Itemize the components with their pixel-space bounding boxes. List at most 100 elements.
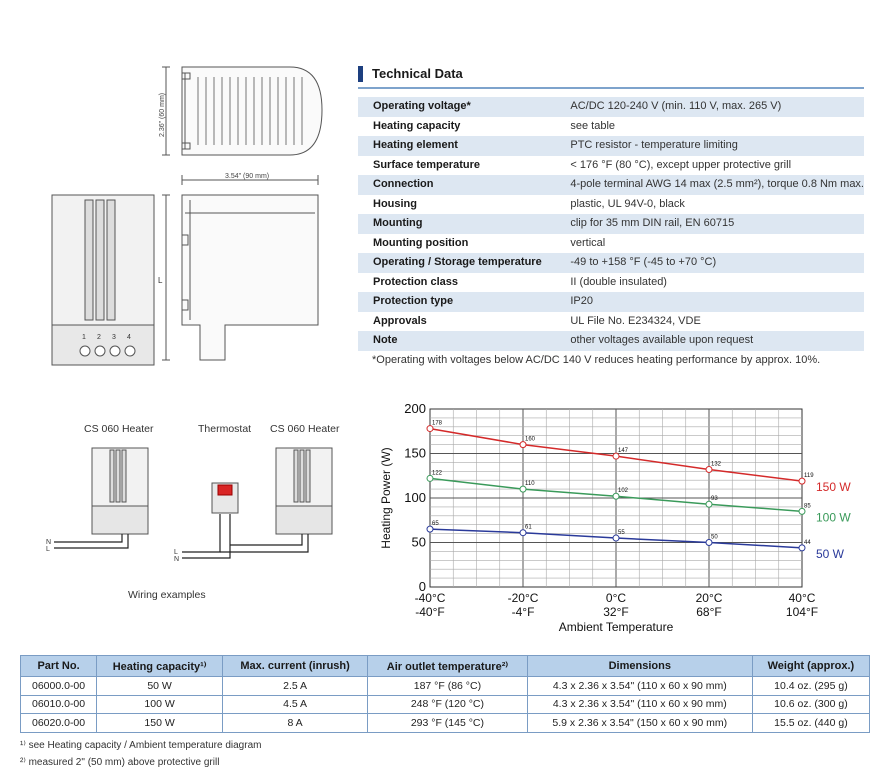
tech-row-value: PTC resistor - temperature limiting [570,136,864,156]
parts-header-cell: Weight (approx.) [751,655,871,677]
parts-cell: 5.9 x 2.36 x 3.54" (150 x 60 x 90 mm) [526,713,753,733]
tech-row-value: 4-pole terminal AWG 14 max (2.5 mm²), to… [570,175,864,195]
section-marker [358,66,363,82]
tech-row-value: see table [570,119,616,132]
tech-row: Housing plastic, UL 94V-0, black [358,195,864,215]
data-point [612,534,620,542]
parts-cell: 2.5 A [222,676,369,696]
data-label: 110 [525,481,535,487]
data-label: 119 [804,473,814,479]
data-point [705,500,713,508]
y-tick-label: 150 [404,446,426,461]
x-tick-label-f: 32°F [603,605,628,619]
x-tick-label-c: 20°C [696,591,723,605]
data-label: 44 [804,540,811,546]
tech-row-label: Heating capacity [373,119,461,132]
parts-cell: 06000.0-00 [19,676,98,696]
data-label: 65 [432,521,439,527]
tech-row-value: IP20 [570,292,864,312]
parts-cell: 10.4 oz. (295 g) [751,676,871,696]
dimension-drawing: 2.36" (60 mm) 3.54" (90 mm) 1 2 3 4 L [51,66,323,366]
tech-row-label: Note [358,331,571,351]
tech-row-value: clip for 35 mm DIN rail, EN 60715 [570,214,864,234]
x-tick-label-f: -4°F [512,605,535,619]
parts-cell: 15.5 oz. (440 g) [751,713,871,733]
top-view-drawing [162,66,323,156]
data-point [798,477,806,485]
height-dimension-label: 2.36" (60 mm) [159,93,166,137]
data-point [426,525,434,533]
wiring-heater-label-2: CS 060 Heater [270,423,340,435]
data-point [612,452,620,460]
length-dimension-label: L [158,276,163,285]
y-tick-label: 200 [404,401,426,416]
tech-row-label: Housing [373,197,417,210]
tech-row: Heating capacity see table [358,117,864,137]
data-label: 61 [525,525,532,531]
parts-cell: 06010.0-00 [19,694,98,714]
heating-power-chart: 050100150200-40°C-40°F-20°C-4°F0°C32°F20… [379,401,851,634]
voltage-note: *Operating with voltages below AC/DC 140… [372,354,821,366]
parts-cell: 06020.0-00 [19,713,98,733]
width-dimension-label: 3.54" (90 mm) [225,173,269,180]
tech-row: Mounting position vertical [358,234,864,254]
x-tick-label-f: -40°F [415,605,444,619]
x-tick-label-c: 40°C [789,591,816,605]
tech-row-label: Mounting position [373,236,469,249]
parts-header-cell: Heating capacity¹⁾ [96,655,224,677]
x-axis-label: Ambient Temperature [559,620,674,634]
data-point [705,539,713,546]
parts-table: Part No.Heating capacity¹⁾Max. current (… [19,655,871,733]
y-tick-label: 0 [419,579,426,594]
side-view-drawing [162,194,319,361]
tech-row-value: vertical [570,236,606,249]
footnote-1: ¹⁾ see Heating capacity / Ambient temper… [20,740,262,751]
tech-row-value: plastic, UL 94V-0, black [570,197,685,210]
data-point [519,441,527,449]
data-point [612,492,620,500]
tech-row-label: Operating voltage* [358,97,571,117]
tech-row: Operating / Storage temperature-49 to +1… [358,253,864,273]
series-legend-label: 50 W [816,547,845,561]
tech-row-value: II (double insulated) [570,275,667,288]
data-label: 178 [432,421,443,427]
data-label: 132 [711,462,722,468]
parts-cell: 248 °F (120 °C) [367,694,528,714]
x-tick-label-c: -20°C [508,591,539,605]
wiring-heater-label-1: CS 060 Heater [84,423,154,435]
data-point [798,507,806,515]
parts-cell: 50 W [96,676,224,696]
wire-n-left: N [46,539,51,546]
x-tick-label-f: 104°F [786,605,818,619]
parts-cell: 10.6 oz. (300 g) [751,694,871,714]
data-point [519,529,527,537]
series-legend-label: 100 W [816,510,851,524]
tech-row-label: Surface temperature [373,158,480,171]
data-point [519,485,527,493]
tech-row: Operating voltage*AC/DC 120-240 V (min. … [358,97,864,117]
tech-row-value: AC/DC 120-240 V (min. 110 V, max. 265 V) [570,97,864,117]
tech-row-label: Operating / Storage temperature [358,253,571,273]
parts-header-cell: Part No. [19,655,98,677]
parts-cell: 100 W [96,694,224,714]
tech-row-label: Protection class [373,275,458,288]
front-view-drawing [51,194,155,366]
tech-row-value: UL File No. E234324, VDE [570,314,701,327]
tech-row: Surface temperature< 176 °F (80 °C), exc… [358,156,864,176]
data-label: 102 [618,488,629,494]
parts-cell: 187 °F (86 °C) [367,676,528,696]
parts-cell: 4.3 x 2.36 x 3.54" (110 x 60 x 90 mm) [526,694,753,714]
wiring-caption: Wiring examples [128,589,206,601]
tech-row-value: other voltages available upon request [570,331,864,351]
data-label: 50 [711,535,718,541]
tech-row: Protection class II (double insulated) [358,273,864,293]
parts-cell: 293 °F (145 °C) [367,713,528,733]
tech-row-label: Heating element [358,136,571,156]
